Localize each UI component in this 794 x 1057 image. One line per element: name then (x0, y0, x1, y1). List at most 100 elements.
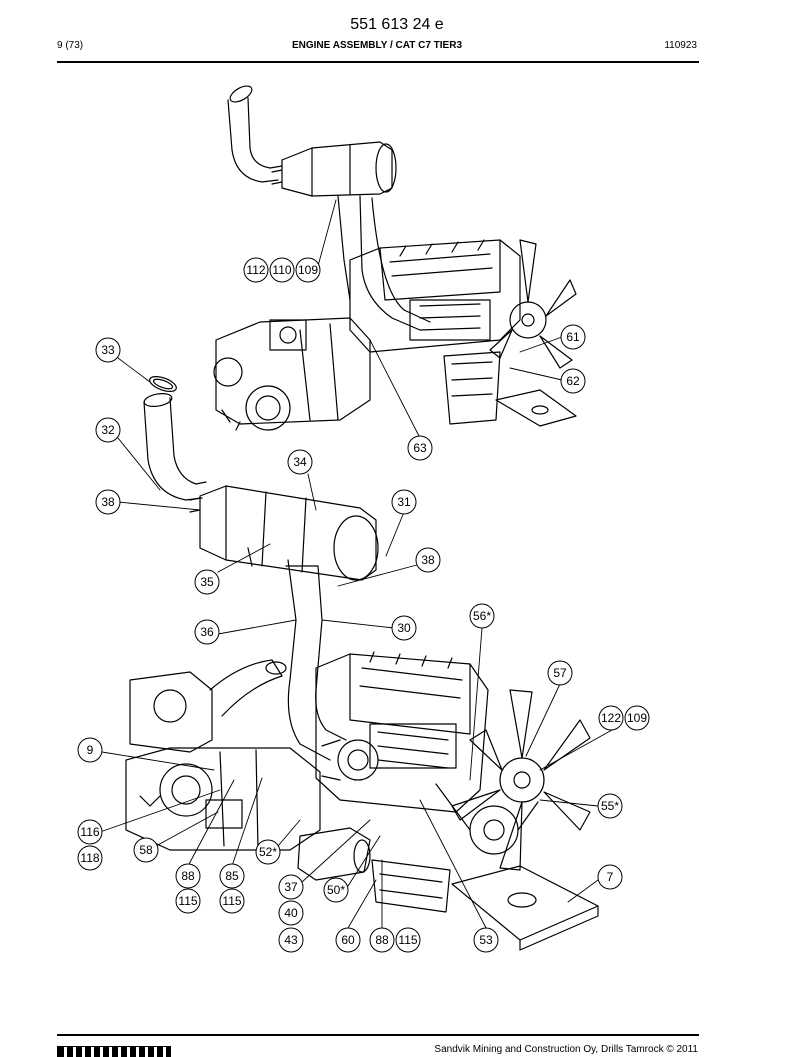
upper-fan (489, 239, 577, 369)
svg-text:30: 30 (397, 621, 411, 635)
callout-115-a: 115 (175, 888, 201, 914)
svg-text:55*: 55* (601, 799, 619, 813)
callout-30: 30 (391, 615, 417, 641)
exhaust-clamp (149, 376, 177, 392)
callout-57: 57 (547, 660, 573, 686)
section-title: ENGINE ASSEMBLY / CAT C7 TIER3 (291, 40, 463, 51)
callout-61: 61 (560, 324, 586, 350)
callout-88-left: 88 (175, 863, 201, 889)
page-header: 9 (73) ENGINE ASSEMBLY / CAT C7 TIER3 11… (57, 40, 697, 56)
header-rule (57, 61, 699, 63)
svg-text:43: 43 (284, 933, 298, 947)
callout-9: 9 (77, 737, 103, 763)
svg-text:109: 109 (298, 263, 318, 277)
callout-33: 33 (95, 337, 121, 363)
callout-115-bottom: 115 (395, 927, 421, 953)
svg-text:57: 57 (553, 666, 567, 680)
callout-116: 116 (77, 819, 103, 845)
svg-text:88: 88 (375, 933, 389, 947)
footer-rule (57, 1034, 699, 1036)
callout-58: 58 (133, 837, 159, 863)
svg-text:34: 34 (293, 455, 307, 469)
page-reference: 9 (73) (57, 40, 84, 51)
callout-52: 52* (255, 839, 281, 865)
svg-text:115: 115 (222, 894, 241, 908)
callout-50: 50* (323, 877, 349, 903)
callout-37: 37 (278, 874, 304, 900)
callout-109-top: 109 (295, 257, 321, 283)
lower-transmission (125, 747, 321, 851)
callout-109-lower: 109 (624, 705, 650, 731)
upper-oil-pan (443, 351, 501, 425)
callout-38-left: 38 (95, 489, 121, 515)
callout-112: 112 (243, 257, 269, 283)
svg-text:60: 60 (341, 933, 355, 947)
callout-53: 53 (473, 927, 499, 953)
svg-text:61: 61 (566, 330, 580, 344)
lower-turbocharger (321, 739, 379, 781)
lower-fan (451, 689, 591, 871)
callout-36: 36 (194, 619, 220, 645)
svg-text:33: 33 (101, 343, 115, 357)
svg-text:110: 110 (272, 263, 291, 277)
lower-starter-motor (297, 827, 371, 881)
callout-110: 110 (269, 257, 295, 283)
callout-32: 32 (95, 417, 121, 443)
svg-text:40: 40 (284, 906, 298, 920)
upper-tailpipe-bracket (337, 195, 431, 331)
svg-text:85: 85 (225, 869, 239, 883)
leader-lines (99, 199, 613, 929)
svg-text:38: 38 (421, 553, 435, 567)
callout-34: 34 (287, 449, 313, 475)
callout-118: 118 (77, 845, 103, 871)
upper-exhaust-pipe (227, 85, 283, 183)
callout-38-right: 38 (415, 547, 441, 573)
lower-muffler (189, 485, 379, 581)
callout-56: 56* (469, 603, 495, 629)
callout-7: 7 (597, 864, 623, 890)
exploded-view-drawing (99, 85, 613, 951)
svg-text:52*: 52* (259, 845, 277, 859)
svg-text:7: 7 (607, 870, 614, 884)
callout-122: 122 (598, 705, 624, 731)
callout-31: 31 (391, 489, 417, 515)
svg-text:35: 35 (200, 575, 214, 589)
lower-pulleys (435, 783, 539, 855)
upper-engine-block (349, 239, 521, 353)
exhaust-elbow-pipe (143, 393, 207, 501)
callouts: 112 110 109 61 62 33 32 63 34 38 31 38 3… (77, 257, 650, 953)
callout-62: 62 (560, 368, 586, 394)
svg-text:31: 31 (397, 495, 411, 509)
upper-mount-bracket (495, 389, 577, 427)
callout-63: 63 (407, 435, 433, 461)
upper-muffler (271, 141, 397, 197)
svg-text:115: 115 (178, 894, 197, 908)
svg-text:50*: 50* (327, 883, 345, 897)
document-number: 551 613 24 e (350, 16, 444, 33)
sandvik-logo (57, 1046, 171, 1057)
svg-text:32: 32 (101, 423, 115, 437)
callout-55: 55* (597, 793, 623, 819)
svg-text:53: 53 (479, 933, 493, 947)
callout-43: 43 (278, 927, 304, 953)
upper-transmission (213, 317, 371, 431)
svg-text:38: 38 (101, 495, 115, 509)
lower-mount-bracket (451, 865, 599, 951)
svg-text:109: 109 (627, 711, 647, 725)
callout-40: 40 (278, 900, 304, 926)
svg-text:118: 118 (80, 851, 99, 865)
svg-text:56*: 56* (473, 609, 491, 623)
svg-text:62: 62 (566, 374, 580, 388)
svg-text:115: 115 (398, 933, 417, 947)
svg-text:88: 88 (181, 869, 195, 883)
svg-text:63: 63 (413, 441, 427, 455)
svg-text:116: 116 (80, 825, 99, 839)
svg-text:112: 112 (246, 263, 265, 277)
svg-text:37: 37 (284, 880, 298, 894)
callout-88-bottom: 88 (369, 927, 395, 953)
lower-pump-housing (129, 659, 287, 753)
callout-115-b: 115 (219, 888, 245, 914)
callout-60: 60 (335, 927, 361, 953)
svg-text:9: 9 (87, 743, 94, 757)
